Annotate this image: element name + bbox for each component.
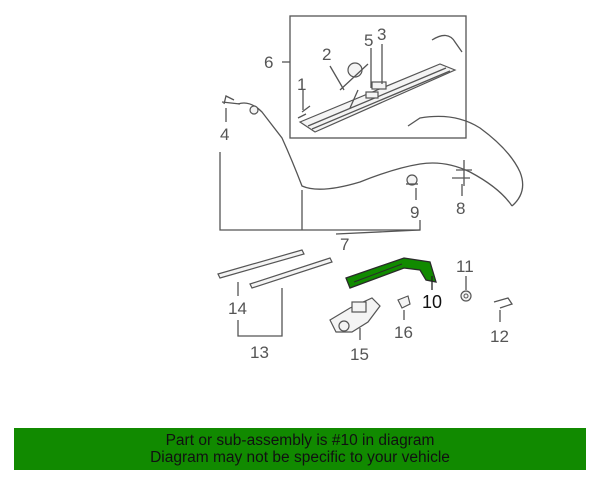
- bracket-7: [219, 152, 421, 231]
- info-banner: Part or sub-assembly is #10 in diagram D…: [14, 428, 586, 470]
- washer-hose: [221, 101, 524, 207]
- callout-4: 4: [220, 125, 229, 144]
- leader-13: [237, 288, 283, 337]
- banner-line-1: Part or sub-assembly is #10 in diagram: [165, 432, 435, 449]
- callout-11: 11: [456, 257, 474, 276]
- wiper-blades: [217, 249, 333, 289]
- clip-9: [406, 174, 418, 186]
- callout-12: 12: [490, 327, 509, 346]
- parts-diagram: 1 2 5 3 6 4 9 8 7 14 13 10 11 12 16 15: [217, 15, 524, 364]
- cap-16: [397, 295, 411, 309]
- banner-line-2: Diagram may not be specific to your vehi…: [150, 449, 450, 466]
- callout-9: 9: [410, 203, 419, 222]
- callout-3: 3: [377, 25, 386, 44]
- callout-2: 2: [322, 45, 331, 64]
- callout-5: 5: [364, 31, 373, 50]
- wiper-arm-10-highlighted: [345, 257, 437, 289]
- hinge-4: [223, 95, 235, 105]
- callout-6: 6: [264, 53, 273, 72]
- nut-11: [460, 290, 472, 302]
- leader-2: [329, 65, 345, 91]
- clip-12: [493, 297, 514, 309]
- callout-10: 10: [422, 292, 442, 312]
- callout-16: 16: [394, 323, 413, 342]
- bracket-8: [452, 160, 472, 186]
- leader-7b: [335, 229, 421, 235]
- detail-inset-box: [289, 15, 467, 139]
- wiper-motor-15: [329, 297, 381, 333]
- callout-14: 14: [228, 299, 247, 318]
- callout-7: 7: [340, 235, 349, 254]
- callout-8: 8: [456, 199, 465, 218]
- callout-15: 15: [350, 345, 369, 364]
- spoiler-assembly: [297, 34, 463, 133]
- callout-1: 1: [297, 75, 306, 94]
- callout-13: 13: [250, 343, 269, 362]
